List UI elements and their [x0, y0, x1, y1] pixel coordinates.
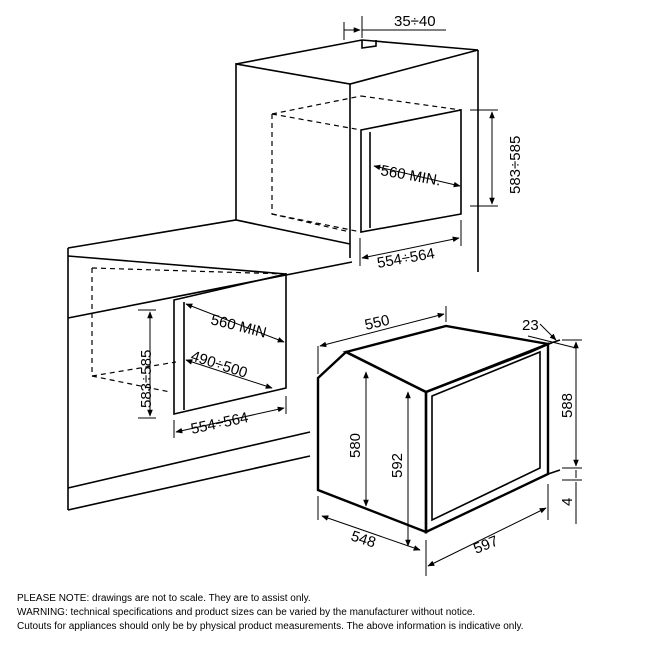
dim-label-lower-height: 583÷585: [138, 350, 155, 408]
dim-label-upper-height: 583÷585: [507, 136, 524, 194]
dim-label-body-height: 580: [347, 433, 364, 458]
dim-label-front-height: 588: [559, 393, 576, 418]
dimension-labels: 35÷40 583÷585 560 MIN. 554÷564 583÷585 5…: [138, 13, 576, 558]
note-cutouts: Cutouts for appliances should only be by…: [17, 621, 524, 632]
dim-label-upper-depth-min: 560 MIN.: [379, 162, 442, 189]
dim-label-front-width: 597: [471, 533, 501, 558]
disclaimer-notes: PLEASE NOTE: drawings are not to scale. …: [17, 592, 637, 634]
dim-label-oven-depth: 550: [363, 312, 391, 334]
note-warning: WARNING: technical specifications and pr…: [17, 607, 476, 618]
lower-cabinet: [67, 219, 353, 511]
dim-label-bottom-gap: 4: [559, 498, 576, 506]
dimension-lines: [138, 16, 582, 576]
installation-diagram: 35÷40 583÷585 560 MIN. 554÷564 583÷585 5…: [67, 13, 582, 576]
dim-label-lower-width: 554÷564: [189, 409, 250, 438]
dim-label-lower-depth-min: 560 MIN: [209, 311, 268, 341]
dim-label-upper-width: 554÷564: [376, 245, 436, 272]
dim-label-side-depth: 548: [349, 528, 378, 552]
dim-label-lower-inner-depth: 490÷500: [189, 348, 250, 382]
dim-label-panel-thickness: 23: [522, 317, 539, 334]
note-scale: PLEASE NOTE: drawings are not to scale. …: [17, 593, 311, 604]
dim-label-door-height: 592: [389, 453, 406, 478]
column-cabinet: [235, 39, 479, 272]
dim-label-top-gap: 35÷40: [394, 13, 436, 30]
oven: [316, 324, 561, 534]
